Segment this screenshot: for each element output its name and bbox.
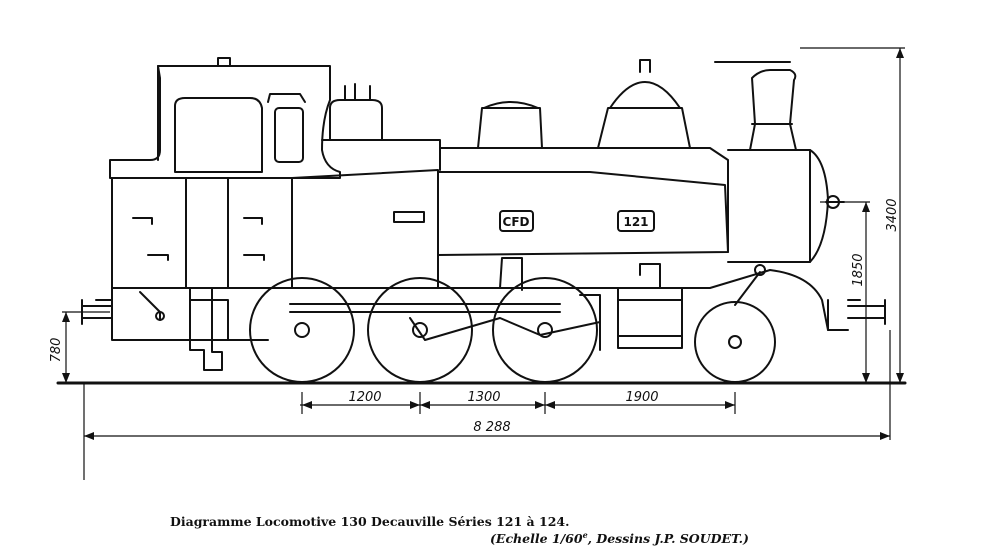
svg-text:121: 121 xyxy=(623,215,648,229)
driving-wheel-3 xyxy=(492,277,598,383)
caption-scale-suffix: , Dessins J.P. SOUDET.) xyxy=(587,531,749,547)
caption-scale: (Echelle 1/60e, Dessins J.P. SOUDET.) xyxy=(490,530,749,546)
cab-window xyxy=(274,107,304,163)
svg-text:CFD: CFD xyxy=(503,215,530,229)
valve-gear xyxy=(289,257,601,351)
leading-wheel xyxy=(694,301,776,383)
side-tank xyxy=(291,169,729,289)
caption-scale-prefix: (Echelle 1/60 xyxy=(490,531,583,547)
dimension-wheelbase-3: 1900 xyxy=(625,390,658,405)
dimension-wheelbase-1: 1200 xyxy=(348,390,381,405)
dimension-wheelbase-2: 1300 xyxy=(467,390,500,405)
company-plate: CFD xyxy=(499,210,534,232)
caption-scale-sup: e xyxy=(582,530,588,540)
bunker xyxy=(111,177,293,289)
driving-wheel-1 xyxy=(249,277,355,383)
dimension-total-length: 8 288 xyxy=(473,420,510,435)
driving-wheel-2 xyxy=(367,277,473,383)
caption-title: Diagramme Locomotive 130 Decauville Séri… xyxy=(170,514,570,529)
dimension-total-height: 3400 xyxy=(885,198,900,231)
cab xyxy=(109,57,341,179)
cab-step xyxy=(139,291,165,321)
steam-dome xyxy=(477,101,543,149)
dimension-axle-height: 1850 xyxy=(851,253,866,286)
chimney xyxy=(714,61,797,151)
boiler xyxy=(321,139,829,263)
cylinder xyxy=(617,263,683,349)
dimension-buffer-height: 780 xyxy=(49,338,64,363)
safety-valve-dome xyxy=(597,59,691,149)
builder-plate xyxy=(393,211,425,223)
pony-truck xyxy=(734,264,766,306)
number-plate: 121 xyxy=(617,210,655,232)
frame xyxy=(95,269,861,371)
sand-dome xyxy=(329,83,383,141)
